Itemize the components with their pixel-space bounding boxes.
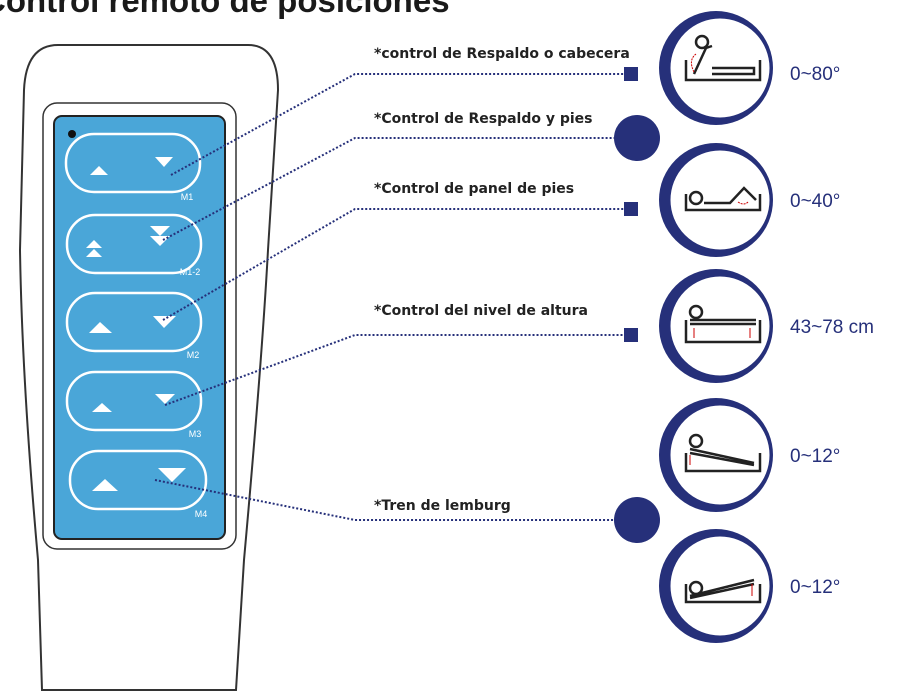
bed-reverse-trendelenburg-icon — [659, 529, 773, 643]
connector-square-4 — [624, 328, 638, 342]
connector-dot-2 — [614, 115, 660, 161]
range-value-trendelenburg: 0~12° — [790, 446, 841, 467]
remote-control — [18, 44, 280, 691]
connector-dot-5 — [614, 497, 660, 543]
leader-lines — [154, 73, 625, 521]
remote-button-m1-2[interactable]: M1-2 — [65, 213, 203, 277]
bed-height-adjust-icon — [659, 269, 773, 383]
double-down-arrow-icon — [150, 226, 170, 236]
connector-square-1 — [624, 67, 638, 81]
double-up-arrow-icon — [86, 240, 102, 248]
callout-foot-panel: *Control de panel de pies — [374, 181, 575, 197]
button-tag-m1: M1 — [181, 192, 194, 202]
leader-line-5 — [154, 479, 615, 521]
remote-led-indicator — [68, 130, 76, 138]
remote-button-m2[interactable]: M2 — [65, 291, 203, 360]
button-tag-m4: M4 — [195, 509, 208, 519]
button-tag-m2: M2 — [187, 350, 200, 360]
callout-height-level: *Control del nivel de altura — [374, 303, 588, 319]
callout-backrest-head: *control de Respaldo o cabecera — [374, 46, 630, 62]
remote-button-m4[interactable]: M4 — [68, 449, 208, 519]
up-arrow-icon — [89, 322, 112, 333]
callout-backrest-feet: *Control de Respaldo y pies — [374, 111, 593, 127]
leader-line-2 — [162, 137, 615, 241]
up-arrow-icon — [92, 479, 118, 491]
button-tag-m1-2: M1-2 — [180, 267, 201, 277]
bed-backrest-raised-icon — [659, 11, 773, 125]
up-arrow-icon — [92, 403, 112, 412]
remote-button-m3[interactable]: M3 — [65, 370, 203, 439]
bed-feet-raised-icon — [659, 143, 773, 257]
down-arrow-icon — [155, 394, 175, 404]
down-arrow-icon — [153, 316, 176, 328]
up-arrow-icon — [90, 166, 108, 175]
down-arrow-icon — [158, 468, 186, 482]
range-value-feet: 0~40° — [790, 191, 841, 212]
bed-trendelenburg-icon — [659, 398, 773, 512]
down-arrow-icon — [155, 157, 173, 167]
callout-trendelenburg: *Tren de lemburg — [374, 498, 511, 514]
remote-keypad-panel — [53, 115, 226, 540]
remote-button-m1[interactable]: M1 — [64, 132, 202, 202]
button-tag-m3: M3 — [189, 429, 202, 439]
page-title: Control remoto de posiciones — [0, 0, 450, 19]
leader-line-1 — [170, 73, 625, 176]
range-value-reverse-trendelenburg: 0~12° — [790, 577, 841, 598]
leader-line-3 — [162, 208, 625, 321]
connector-square-3 — [624, 202, 638, 216]
range-value-height: 43~78 cm — [790, 317, 874, 338]
range-value-backrest: 0~80° — [790, 64, 841, 85]
